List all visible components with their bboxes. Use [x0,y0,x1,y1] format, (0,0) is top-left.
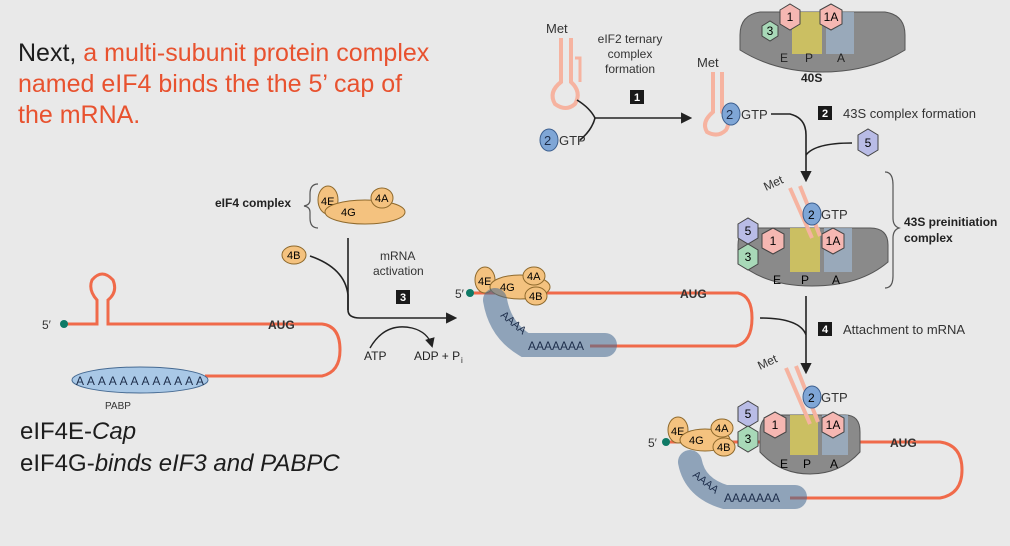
svg-text:4B: 4B [717,442,730,454]
svg-text:2: 2 [544,133,551,148]
svg-text:ADP + P: ADP + P [414,349,460,363]
ternary-arrow [576,99,693,124]
atp-arrow [369,326,435,349]
svg-text:5′: 5′ [42,318,52,332]
polya-activated-2: AAAAAAA [528,339,584,353]
svg-text:4G: 4G [500,282,515,294]
svg-text:P: P [803,457,811,471]
polya-attached-2: AAAAAAA [724,491,780,505]
met-trna-free: Met [546,21,582,110]
svg-text:GTP: GTP [821,390,848,405]
note-eif4g: eIF4G-binds eIF3 and PABPC [20,450,340,477]
svg-text:E: E [780,51,788,65]
svg-text:3: 3 [745,432,752,446]
svg-text:2: 2 [822,108,828,120]
svg-text:GTP: GTP [821,207,848,222]
arrow-43s-formation [771,113,812,183]
svg-text:Met: Met [697,55,719,70]
svg-text:4A: 4A [375,193,389,205]
svg-text:A: A [830,457,838,471]
svg-text:5: 5 [865,136,872,150]
svg-text:E: E [773,273,781,287]
svg-text:1: 1 [634,92,640,104]
preinitiation-complex-43s: Met 2 GTP 5 3 1 1A E P A [737,172,889,287]
activation-label-2: activation [373,264,424,278]
svg-text:40S: 40S [801,71,822,85]
ternary-complex: Met 2 GTP [697,55,768,137]
svg-text:3: 3 [745,250,752,264]
ribosome-40s: 3 1 1A E P A 40S [739,3,906,85]
svg-text:1A: 1A [824,10,839,24]
arrow-attachment [759,296,806,372]
svg-text:5: 5 [745,407,752,421]
svg-text:4B: 4B [529,291,542,303]
eif4-complex: eIF4 complex 4E 4G 4A [215,183,406,229]
ternary-label-1: eIF2 ternary [598,32,663,46]
svg-text:AUG: AUG [680,287,707,301]
svg-text:Met: Met [755,351,780,372]
svg-text:GTP: GTP [559,133,586,148]
svg-text:4E: 4E [321,196,334,208]
ternary-label-2: complex [608,47,653,61]
svg-text:AUG: AUG [890,436,917,450]
activation-label-1: mRNA [380,249,415,263]
svg-text:1: 1 [772,418,779,432]
mrna-activated: 5′ AUG 4E 4G 4A 4B AAAA AAAAAAA [455,266,754,357]
svg-text:2: 2 [808,391,815,405]
attach-label: Attachment to mRNA [843,322,965,337]
factor-5-free [857,128,879,157]
svg-text:4E: 4E [671,426,684,438]
svg-text:E: E [780,457,788,471]
preinit-label-2: complex [904,231,953,245]
svg-text:1: 1 [787,10,794,24]
factor-4b-free [281,245,307,265]
svg-text:4E: 4E [478,276,491,288]
gtp-free: 2 GTP [539,128,586,152]
preinit-label-1: 43S preinitiation [904,215,997,229]
preinit-brace [884,171,901,289]
svg-text:3: 3 [767,24,774,38]
svg-text:4G: 4G [341,207,356,219]
svg-text:5′: 5′ [455,287,465,301]
slide-heading: Next, a multi-subunit protein complex na… [18,39,430,129]
step-3-badge [396,290,410,304]
svg-text:1A: 1A [826,234,841,248]
svg-text:3: 3 [400,292,406,304]
svg-text:2: 2 [726,107,733,122]
complex43s-label: 43S complex formation [843,106,976,121]
svg-text:1: 1 [770,234,777,248]
svg-text:4B: 4B [287,250,300,262]
svg-text:eIF4 complex: eIF4 complex [215,196,291,210]
svg-text:5: 5 [745,224,752,238]
note-eif4e: eIF4E-Cap [20,418,137,445]
met-label: Met [546,21,568,36]
ternary-label-3: formation [605,62,655,76]
svg-text:4A: 4A [527,271,541,283]
svg-text:AUG: AUG [268,318,295,332]
mrna-attached-complex: 5′ AUG Met 2 GTP 5 3 1 1A E P A 4E 4G 4A… [648,351,964,509]
svg-text:A: A [837,51,845,65]
svg-text:P: P [805,51,813,65]
svg-text:1A: 1A [826,418,841,432]
svg-text:ATP: ATP [364,349,386,363]
step-2-badge [818,106,832,120]
svg-text:5′: 5′ [648,436,658,450]
svg-text:Met: Met [761,172,786,193]
svg-text:P: P [801,273,809,287]
svg-text:PABP: PABP [105,401,131,412]
svg-text:4G: 4G [689,435,704,447]
svg-text:i: i [461,356,463,365]
svg-text:GTP: GTP [741,107,768,122]
svg-text:4: 4 [822,324,829,336]
svg-text:2: 2 [808,208,815,222]
svg-text:A: A [832,273,840,287]
mrna-initial: 5′ AUG AAAAAAAAAAAA PABP [42,272,342,412]
svg-text:4A: 4A [715,423,729,435]
step-1-badge [630,90,644,104]
step-4-badge [818,322,832,336]
